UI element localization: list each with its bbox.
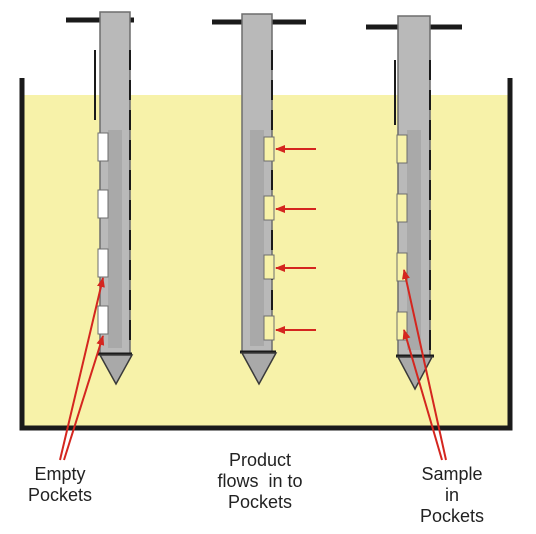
caption-line: Pockets <box>27 485 93 505</box>
probe-left <box>66 11 134 386</box>
caption-line: Product <box>228 450 292 470</box>
red-pointer-line <box>402 329 443 461</box>
red-pointer-line <box>402 269 447 461</box>
probe-right-tip <box>396 356 434 391</box>
caption-empty-pockets: Empty Pockets <box>8 464 112 506</box>
pocket-empty-3 <box>97 248 109 278</box>
probe-left-inner-tube <box>108 130 122 348</box>
caption-line: Empty <box>34 464 86 484</box>
probe-middle-inner-tube <box>250 130 264 346</box>
probe-right <box>366 15 462 391</box>
pocket-empty-2 <box>97 189 109 219</box>
caption-line: Sample <box>421 464 483 484</box>
red-pointer-line <box>59 277 105 461</box>
caption-line: Pockets <box>227 492 293 512</box>
pocket-sample-4 <box>396 311 408 341</box>
probe-left-tip <box>98 354 134 386</box>
pocket-filling-1 <box>263 136 275 162</box>
pocket-filling-2 <box>263 195 275 221</box>
container-outline <box>19 78 513 431</box>
caption-line: flows in to <box>217 471 303 491</box>
pocket-sample-2 <box>396 193 408 223</box>
pocket-empty-1 <box>97 132 109 162</box>
caption-line: Pockets <box>419 506 485 526</box>
caption-line: in <box>444 485 459 505</box>
caption-sample-in-pockets: Sample in Pockets <box>398 464 506 527</box>
pocket-filling-4 <box>263 315 275 341</box>
pointer-lines <box>59 269 447 461</box>
pocket-empty-4 <box>97 305 109 335</box>
pocket-sample-1 <box>396 134 408 164</box>
red-pointer-line <box>63 335 105 461</box>
caption-product-flows: Product flows in to Pockets <box>200 450 320 513</box>
pocket-sample-3 <box>396 252 408 282</box>
probe-middle <box>212 13 306 386</box>
probe-middle-tip <box>240 352 278 386</box>
pocket-filling-3 <box>263 254 275 280</box>
flow-arrows <box>275 145 316 334</box>
